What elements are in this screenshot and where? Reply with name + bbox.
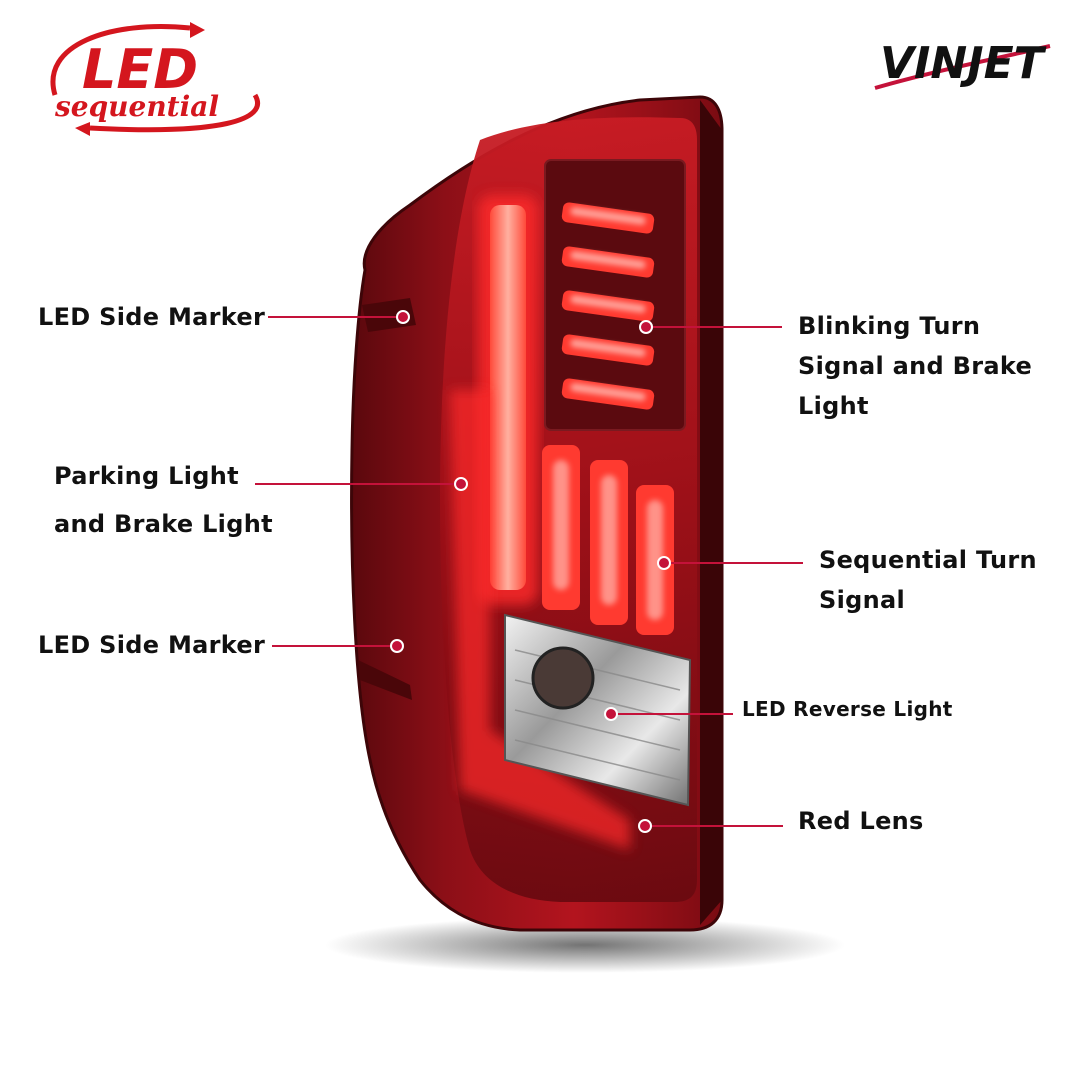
callout-text: Red Lens — [798, 807, 924, 835]
callout-led-side-marker-upper: LED Side Marker — [38, 297, 265, 337]
callout-sequential-turn-signal: Sequential Turn Signal — [819, 540, 1037, 620]
callout-text: LED Reverse Light — [742, 697, 953, 721]
callout-text: LED Side Marker — [38, 303, 266, 331]
callout-text: Blinking Turn — [798, 312, 981, 340]
callout-led-reverse-light: LED Reverse Light — [742, 697, 953, 721]
callout-lines — [255, 316, 803, 827]
reverse-bulb — [531, 646, 595, 710]
callout-text: and Brake Light — [54, 510, 273, 538]
callout-dots — [390, 310, 671, 833]
lamp-edge — [700, 100, 722, 925]
callout-text: Light — [798, 392, 869, 420]
callout-led-side-marker-lower: LED Side Marker — [38, 625, 265, 665]
drop-shadow — [325, 917, 845, 973]
side-marker-lower-bump — [358, 660, 412, 700]
callout-text: LED Side Marker — [38, 631, 266, 659]
vinjet-logo-text: VINJET — [880, 38, 1047, 89]
logo-sequential-text: sequential — [54, 90, 219, 123]
callout-blinking-turn-signal: Blinking Turn Signal and Brake Light — [798, 306, 1032, 426]
parking-light-bar — [490, 205, 526, 590]
callout-text: Parking Light — [54, 462, 239, 490]
led-sequential-logo: LED sequential — [50, 22, 260, 136]
vinjet-logo: VINJET — [874, 38, 1051, 90]
callout-text: Signal — [819, 586, 905, 614]
l-bar-glow — [450, 390, 630, 850]
logo-led-text: LED — [82, 38, 198, 101]
callout-parking-brake-light: Parking Light and Brake Light — [54, 452, 273, 548]
callout-text: Signal and Brake — [798, 352, 1033, 380]
callout-red-lens: Red Lens — [798, 801, 924, 841]
callout-text: Sequential Turn — [819, 546, 1037, 574]
